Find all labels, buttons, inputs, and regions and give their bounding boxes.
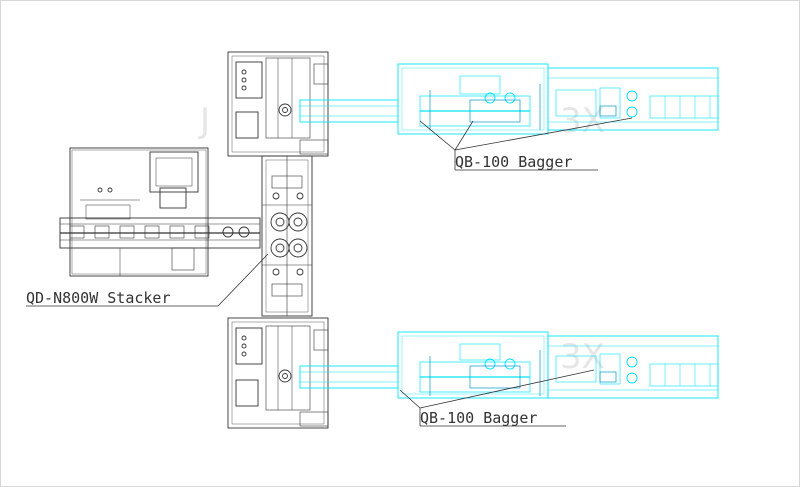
watermark-top-left: J	[198, 101, 210, 141]
leader-lines	[26, 117, 633, 427]
label-stacker: QD-N800W Stacker	[26, 289, 171, 307]
top-packing-unit	[227, 51, 329, 157]
label-top-bagger: QB-100 Bagger	[455, 153, 572, 171]
top-bagger-detail	[429, 84, 617, 130]
label-bottom-bagger: QB-100 Bagger	[420, 409, 537, 427]
watermark-top-right: 3X	[560, 101, 605, 141]
stacker-machine	[59, 147, 261, 277]
bottom-packing-unit	[227, 317, 329, 429]
top-bagger-machine	[299, 63, 719, 135]
central-transfer-column	[261, 155, 313, 317]
watermark-bottom-right: 3X	[560, 337, 605, 377]
bottom-bagger-detail	[429, 350, 617, 396]
bottom-bagger-machine	[299, 331, 719, 399]
